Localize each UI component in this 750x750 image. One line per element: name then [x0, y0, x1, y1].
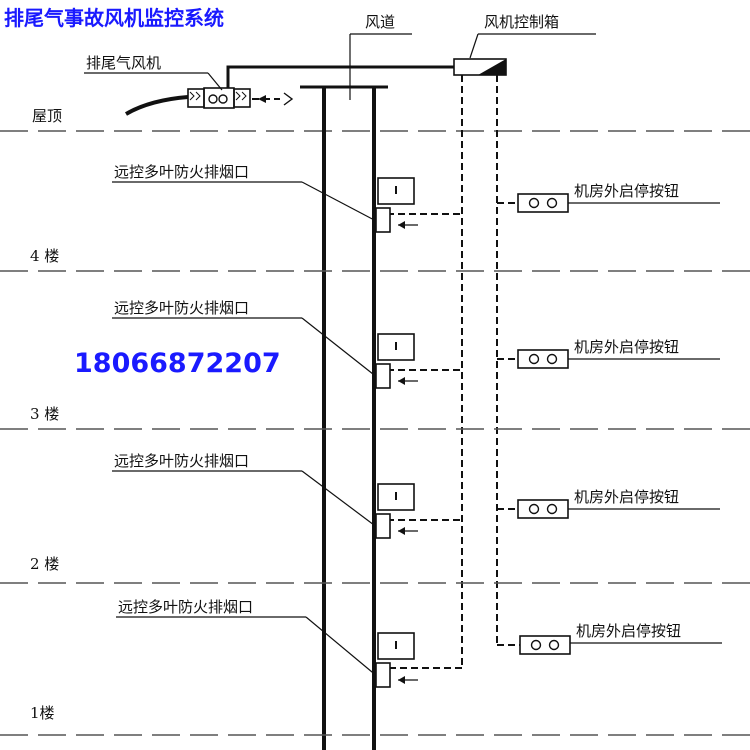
button-dot-left [528, 353, 540, 365]
floor-1: 远控多叶防火排烟口 机房外启停按钮 1楼 [0, 598, 750, 736]
start-stop-button [517, 349, 569, 369]
floor-label: 1楼 [30, 704, 55, 722]
airflow-arrow-head [398, 676, 405, 684]
outlet-leader [301, 470, 379, 529]
smoke-outlet-damper [375, 363, 391, 389]
airflow-arrow-head [398, 221, 405, 229]
actuator-box [377, 177, 415, 205]
actuator-box [377, 333, 415, 361]
airflow-arrow-head [398, 377, 405, 385]
outlet-leader [301, 181, 379, 223]
outlet-label: 远控多叶防火排烟口 [118, 598, 253, 616]
button-label: 机房外启停按钮 [574, 182, 679, 200]
button-dot-right [546, 353, 558, 365]
floor-3: 远控多叶防火排烟口 机房外启停按钮 3 楼 [0, 299, 750, 430]
floor-label: 3 楼 [30, 405, 59, 423]
start-stop-button [517, 193, 569, 213]
button-label: 机房外启停按钮 [576, 622, 681, 640]
floor-2: 远控多叶防火排烟口 机房外启停按钮 2 楼 [0, 452, 750, 584]
button-dot-right [548, 639, 560, 651]
smoke-outlet-damper [375, 662, 391, 688]
outlet-label: 远控多叶防火排烟口 [114, 163, 249, 181]
airflow-arrow-head [398, 527, 405, 535]
floor-label: 2 楼 [30, 555, 59, 573]
outlet-label: 远控多叶防火排烟口 [114, 452, 249, 470]
phone-number: 18066872207 [74, 348, 281, 379]
outlet-leader [301, 317, 379, 379]
fan-power-line [226, 65, 454, 88]
button-label: 机房外启停按钮 [574, 488, 679, 506]
exhaust-fan-leader [207, 72, 223, 91]
floor-4: 远控多叶防火排烟口 机房外启停按钮 4 楼 [0, 163, 750, 272]
start-stop-button [517, 499, 569, 519]
smoke-outlet-damper [375, 513, 391, 539]
diagram-title: 排尾气事故风机监控系统 [4, 6, 224, 30]
fan-control-box [453, 58, 507, 76]
control-box-label: 风机控制箱 [484, 13, 559, 31]
smoke-outlet-damper [375, 207, 391, 233]
exhaust-fan-label: 排尾气风机 [86, 54, 161, 72]
button-dot-right [546, 503, 558, 515]
button-dot-left [530, 639, 542, 651]
duct-label: 风道 [365, 13, 395, 31]
outlet-label: 远控多叶防火排烟口 [114, 299, 249, 317]
start-stop-button [519, 635, 571, 655]
control-box-leader [469, 33, 479, 59]
outlet-leader [305, 616, 379, 678]
button-dot-left [528, 197, 540, 209]
exhaust-fan [124, 87, 294, 116]
button-dot-right [546, 197, 558, 209]
floor-label: 4 楼 [30, 247, 59, 265]
button-dot-left [528, 503, 540, 515]
roof-label: 屋顶 [32, 107, 62, 125]
button-label: 机房外启停按钮 [574, 338, 679, 356]
